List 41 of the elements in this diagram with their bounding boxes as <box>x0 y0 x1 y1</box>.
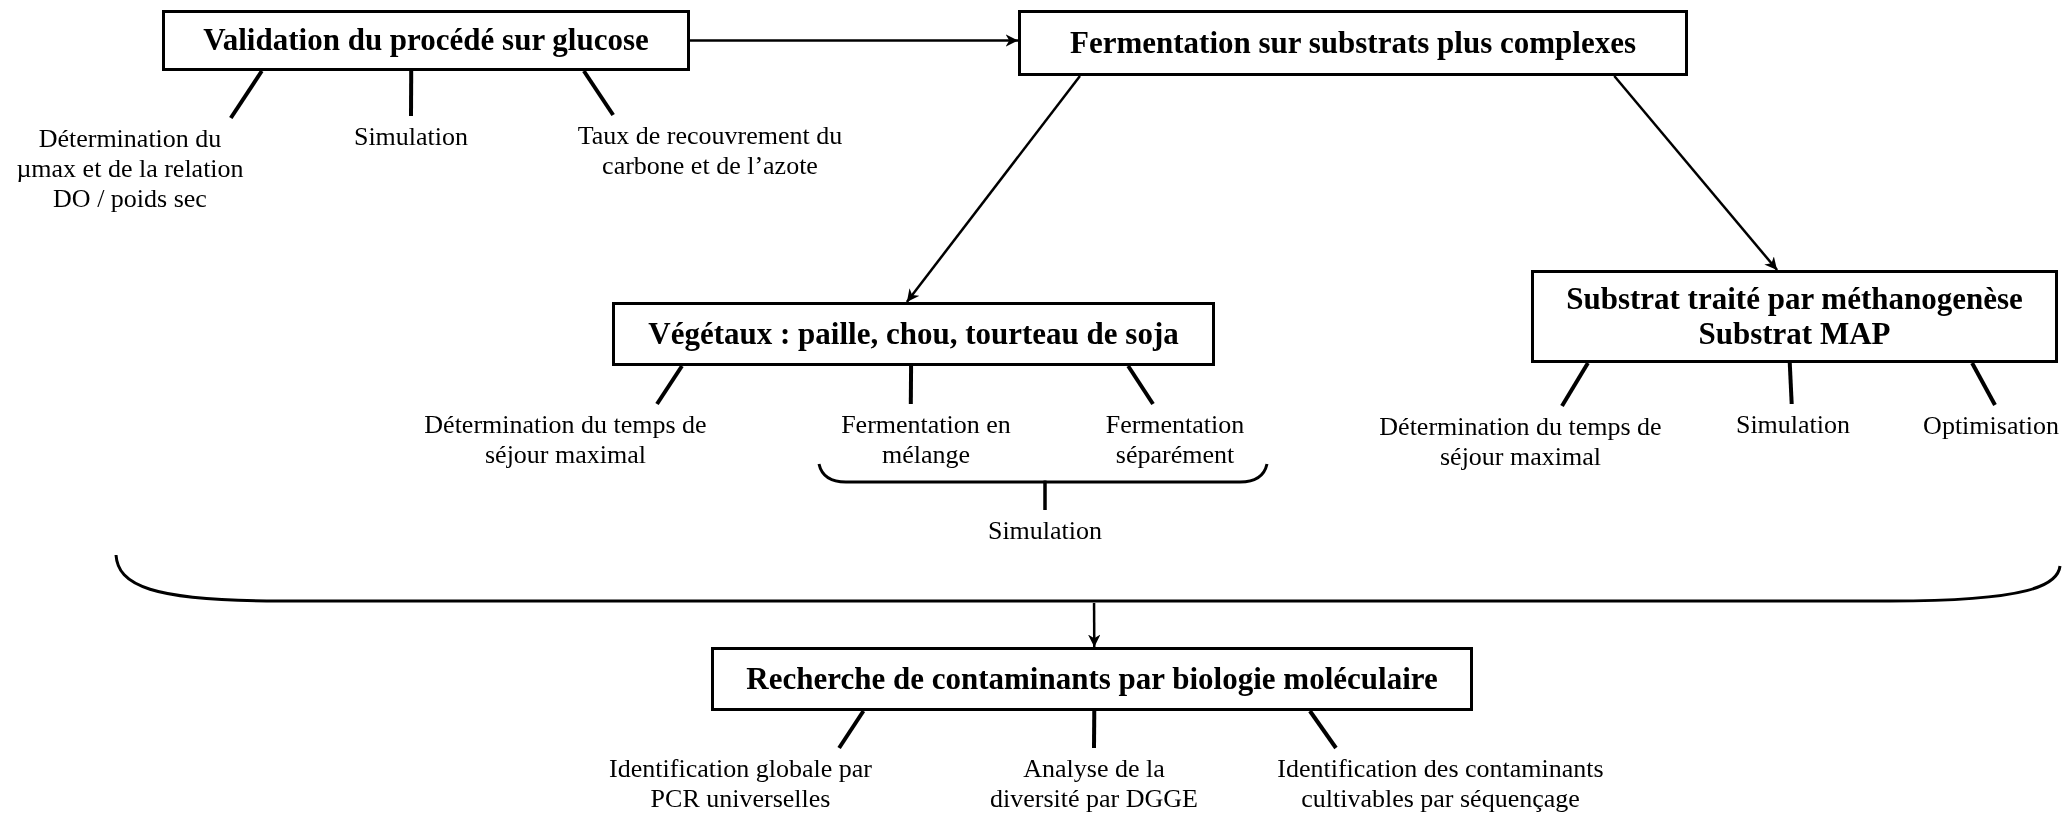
connector-line <box>229 69 264 120</box>
box-title: Substrat MAP <box>1698 316 1891 351</box>
annotation-text: Détermination du temps de séjour maximal <box>413 404 718 472</box>
connector-line <box>409 71 414 116</box>
annotation-text: Simulation <box>341 116 481 156</box>
arrow <box>1087 603 1101 647</box>
box-title: Recherche de contaminants par biologie moléculaire <box>746 661 1438 697</box>
annotation-text: Simulation <box>980 510 1110 550</box>
annotation-text: Fermentation séparément <box>1095 404 1255 472</box>
process-box <box>711 647 1473 711</box>
annotation-text: Optimisation <box>1920 405 2062 445</box>
connector-line <box>1560 361 1590 408</box>
annotation-text: Détermination du temps de séjour maximal <box>1368 406 1673 474</box>
process-box <box>162 10 690 71</box>
connector-line <box>1043 463 1269 510</box>
arrow <box>1613 75 1779 271</box>
box-title: Végétaux : paille, chou, tourteau de soja <box>648 316 1179 352</box>
arrow <box>690 34 1018 47</box>
connector-line <box>1970 362 1997 406</box>
annotation-text: Fermentation en mélange <box>831 404 1021 472</box>
annotation-text: Taux de recouvrement du carbone et de l’azote <box>565 115 855 183</box>
annotation-text: Détermination du µmax et de la relation DO / poids sec <box>10 118 250 218</box>
process-box <box>612 302 1215 366</box>
connector-line <box>1787 362 1794 405</box>
connector-line <box>1092 710 1097 748</box>
process-box <box>1531 270 2058 363</box>
arrow <box>905 75 1081 303</box>
connector-line <box>908 366 914 404</box>
annotation-text: Identification des contaminants cultivables par séquençage <box>1268 748 1613 814</box>
box-title: Substrat traité par méthanogenèse <box>1566 282 2023 317</box>
process-box <box>1018 10 1688 76</box>
box-title: Fermentation sur substrats plus complexes <box>1069 25 1636 61</box>
connector-line <box>1308 709 1338 750</box>
connector-line <box>837 709 866 750</box>
annotation-text: Simulation <box>1728 404 1858 444</box>
connector-line <box>1126 364 1155 406</box>
annotation-text: Analyse de la diversité par DGGE <box>984 748 1204 814</box>
box-title: Validation du procédé sur glucose <box>203 23 649 58</box>
connector-line <box>582 69 615 117</box>
annotation-text: Identification globale par PCR universelles <box>598 748 883 814</box>
connector-line <box>655 364 684 406</box>
